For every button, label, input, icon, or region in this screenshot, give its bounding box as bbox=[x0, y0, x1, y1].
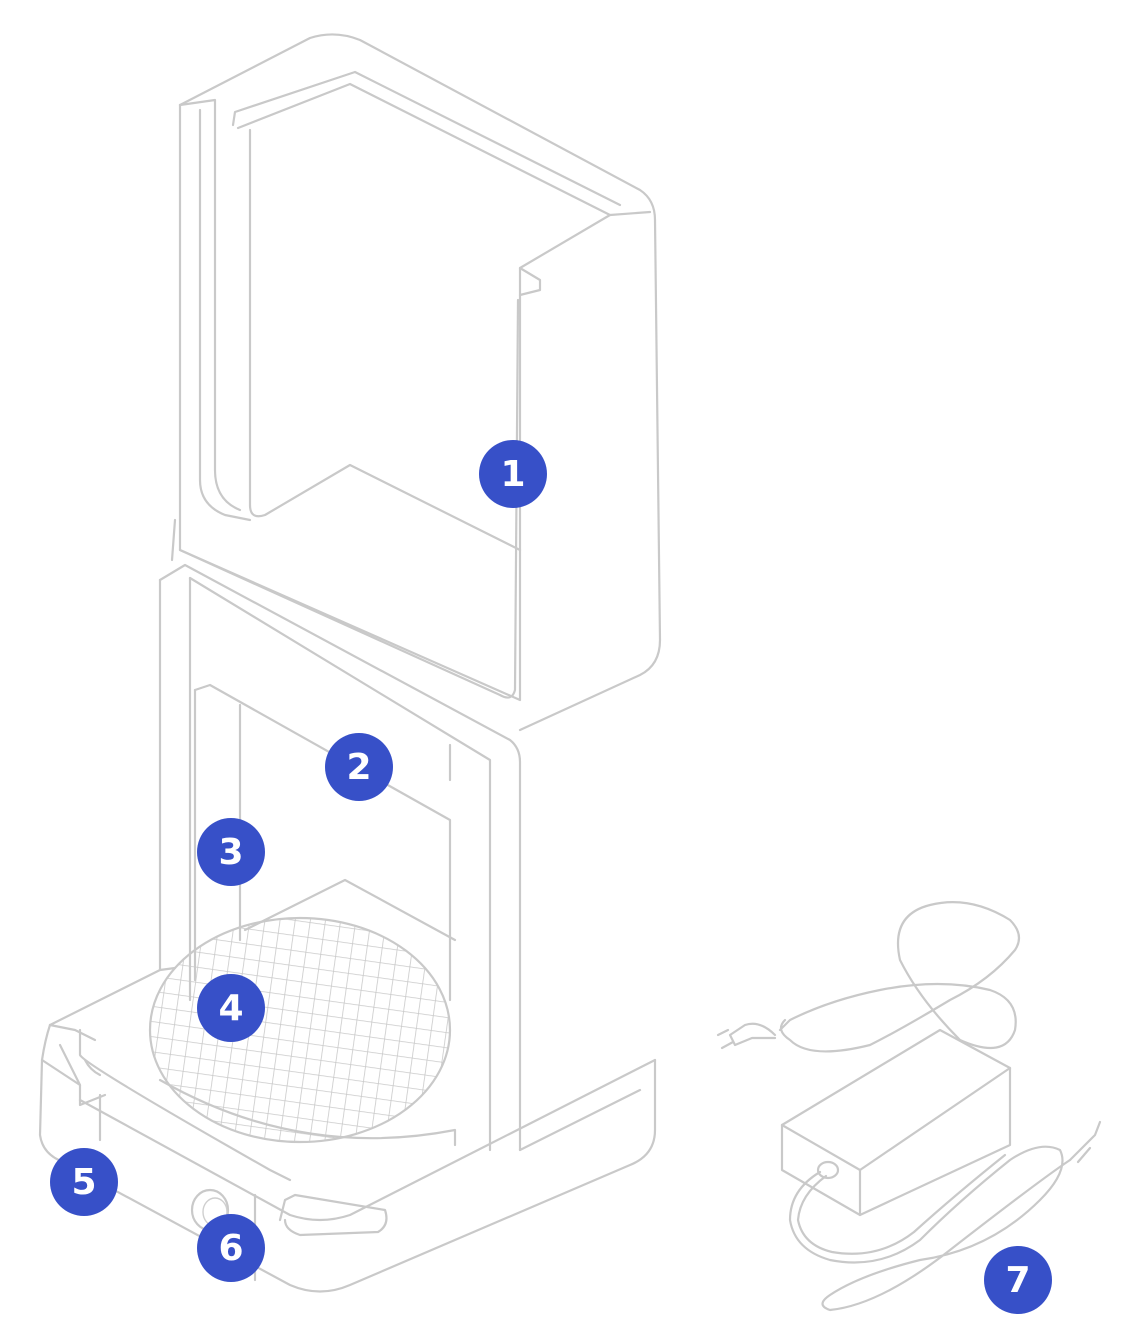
callout-5: 5 bbox=[50, 1148, 118, 1216]
callout-7: 7 bbox=[984, 1246, 1052, 1314]
callout-3: 3 bbox=[197, 818, 265, 886]
power-supply bbox=[716, 901, 1102, 1312]
callout-2: 2 bbox=[325, 733, 393, 801]
callout-4: 4 bbox=[197, 974, 265, 1042]
base-outline bbox=[38, 966, 657, 1293]
callout-1: 1 bbox=[479, 440, 547, 508]
turntable bbox=[148, 878, 457, 1147]
cover-outline bbox=[170, 33, 662, 732]
callout-6: 6 bbox=[197, 1214, 265, 1282]
